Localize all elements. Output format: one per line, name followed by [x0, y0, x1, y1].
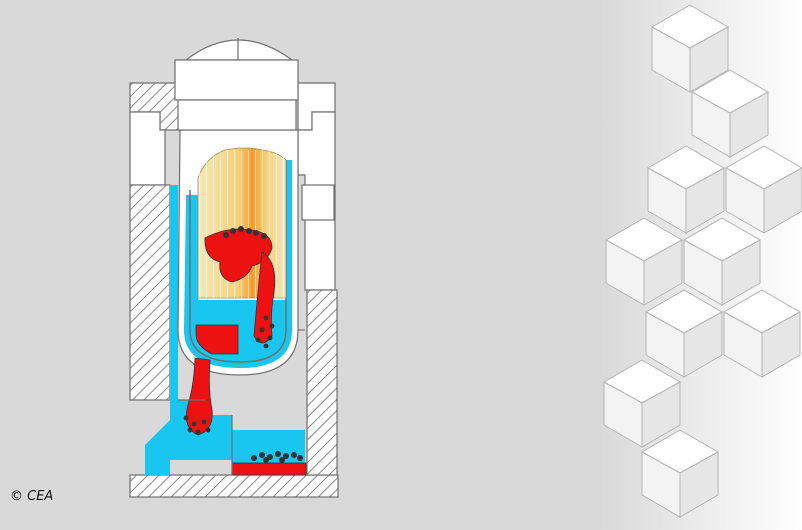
vessel-closure — [178, 100, 296, 130]
vessel-head — [175, 60, 298, 100]
corium-cavity-floor — [232, 463, 306, 475]
corium-vessel-breach — [186, 358, 212, 435]
vessel-head-dome — [186, 40, 292, 60]
copyright-credit: © CEA — [10, 489, 53, 504]
basemat — [130, 475, 338, 497]
right-hatched-wall — [307, 290, 337, 475]
reactor-building — [130, 38, 338, 497]
right-nozzle — [302, 185, 334, 220]
left-wall-upper — [130, 112, 165, 185]
left-hatched-wall — [130, 185, 170, 400]
